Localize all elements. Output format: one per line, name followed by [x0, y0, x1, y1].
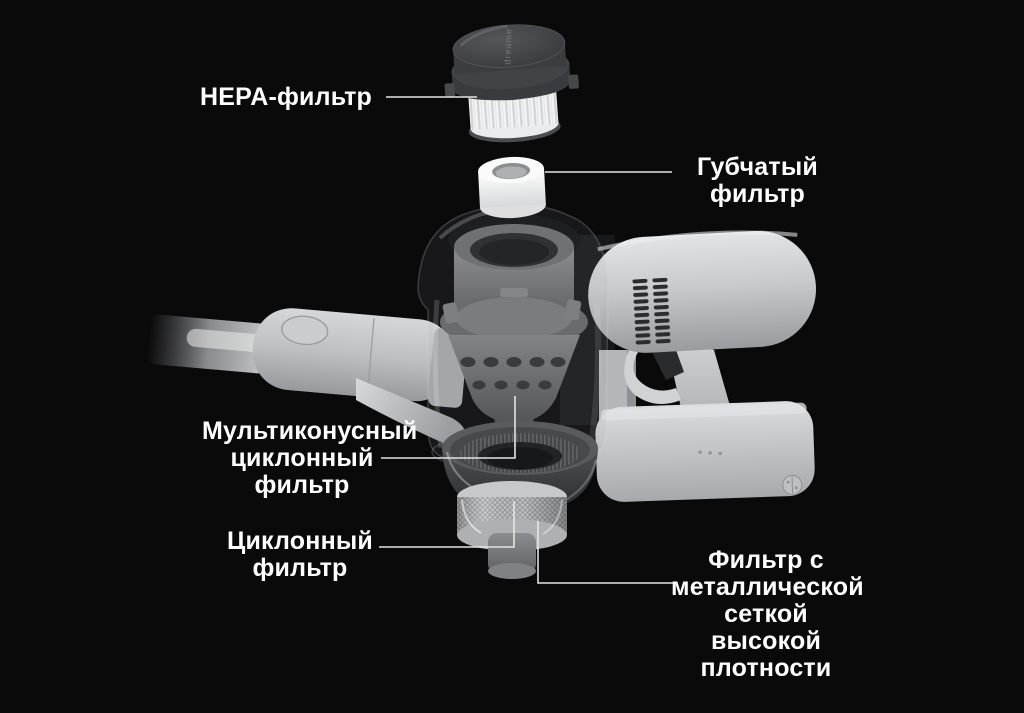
label-text-line: высокой: [710, 627, 822, 655]
label-text-line: фильтр: [709, 180, 805, 208]
cyclone-clip-left: [442, 302, 460, 324]
base-dot: [708, 451, 712, 455]
label-text-line: Губчатый: [697, 153, 818, 181]
cyclone-bowl-hole-deep: [487, 447, 553, 469]
hepa-cap-top: [452, 24, 566, 68]
label-sponge-filter: Губчатый фильтр: [675, 154, 840, 208]
motor-housing-highlight: [597, 230, 798, 252]
label-multicone-cyclone-filter: Мультиконусный циклонный фильтр: [202, 417, 418, 499]
hepa-cap-tab-right: [568, 74, 579, 89]
handle-loop: [624, 350, 681, 404]
wand-connector: [252, 308, 455, 402]
label-text-line: Мультиконусный: [202, 417, 418, 445]
label-metal-mesh-filter: Фильтр с металлической сеткой высокой пл…: [671, 546, 864, 682]
leader-line-mesh: [537, 521, 674, 584]
cyclone-filter-part: [442, 421, 598, 513]
leader-line-multicone: [381, 396, 516, 459]
cyclone-top-hole-deep: [479, 239, 549, 265]
base-dot: [718, 451, 722, 456]
base-body: [595, 401, 815, 502]
cyclone-cone: [448, 335, 580, 434]
cyclone-flange-inner: [456, 297, 572, 339]
label-text-line: Циклонный: [227, 527, 373, 555]
wand-release-button: [281, 315, 329, 346]
mesh-highlight-right: [542, 499, 563, 535]
hepa-cap-tab-left: [444, 83, 456, 98]
multicone-cyclone-filter-part: [440, 224, 588, 456]
base-top-lip: [600, 402, 807, 421]
cyclone-clip-right: [564, 299, 582, 321]
motor-housing: [588, 230, 817, 353]
wand-holder-arm: [356, 378, 466, 446]
label-text-line: HEPA-фильтр: [200, 83, 372, 111]
base-dot: [698, 450, 702, 454]
brand-text: dreame: [502, 28, 513, 65]
motor-housing-shell: [588, 230, 817, 353]
label-hepa-filter: HEPA-фильтр: [200, 84, 372, 111]
sponge-hole-inner: [495, 166, 527, 179]
main-body: [560, 230, 817, 502]
wand-tube-highlight: [186, 328, 269, 353]
label-text-line: сеткой: [724, 600, 808, 628]
base-station: [595, 401, 815, 502]
label-text-line: плотности: [700, 654, 832, 682]
cyclone-clip-center: [500, 288, 528, 297]
dustbin: [417, 203, 609, 471]
leader-line-cyclone: [379, 501, 515, 548]
leader-lines: [379, 96, 674, 584]
label-text-line: фильтр: [254, 471, 350, 499]
label-text-line: циклонный: [230, 444, 374, 472]
label-text-line: Фильтр с: [708, 546, 824, 574]
mesh-highlight-left: [461, 499, 482, 534]
front-support-leg-shade: [627, 350, 636, 460]
label-text-line: металлической: [671, 573, 864, 601]
dustbin-highlight-right: [588, 304, 602, 446]
wand-seam: [366, 318, 375, 397]
metal-mesh-filter-part: [457, 481, 567, 579]
inlet-wand: [146, 308, 468, 408]
vent-grille: [632, 277, 672, 347]
mesh-bottom-cap: [488, 563, 536, 579]
label-text-line: фильтр: [252, 554, 348, 582]
label-cyclone-filter: Циклонный фильтр: [215, 528, 385, 582]
cone-air-holes: [460, 357, 566, 390]
hepa-filter-part: dreame: [444, 24, 579, 143]
mesh-bottom-cylinder: [488, 533, 536, 573]
hepa-cap-highlight: [459, 24, 508, 47]
sponge-filter-part: [478, 156, 546, 219]
brand-badge: [782, 474, 803, 495]
